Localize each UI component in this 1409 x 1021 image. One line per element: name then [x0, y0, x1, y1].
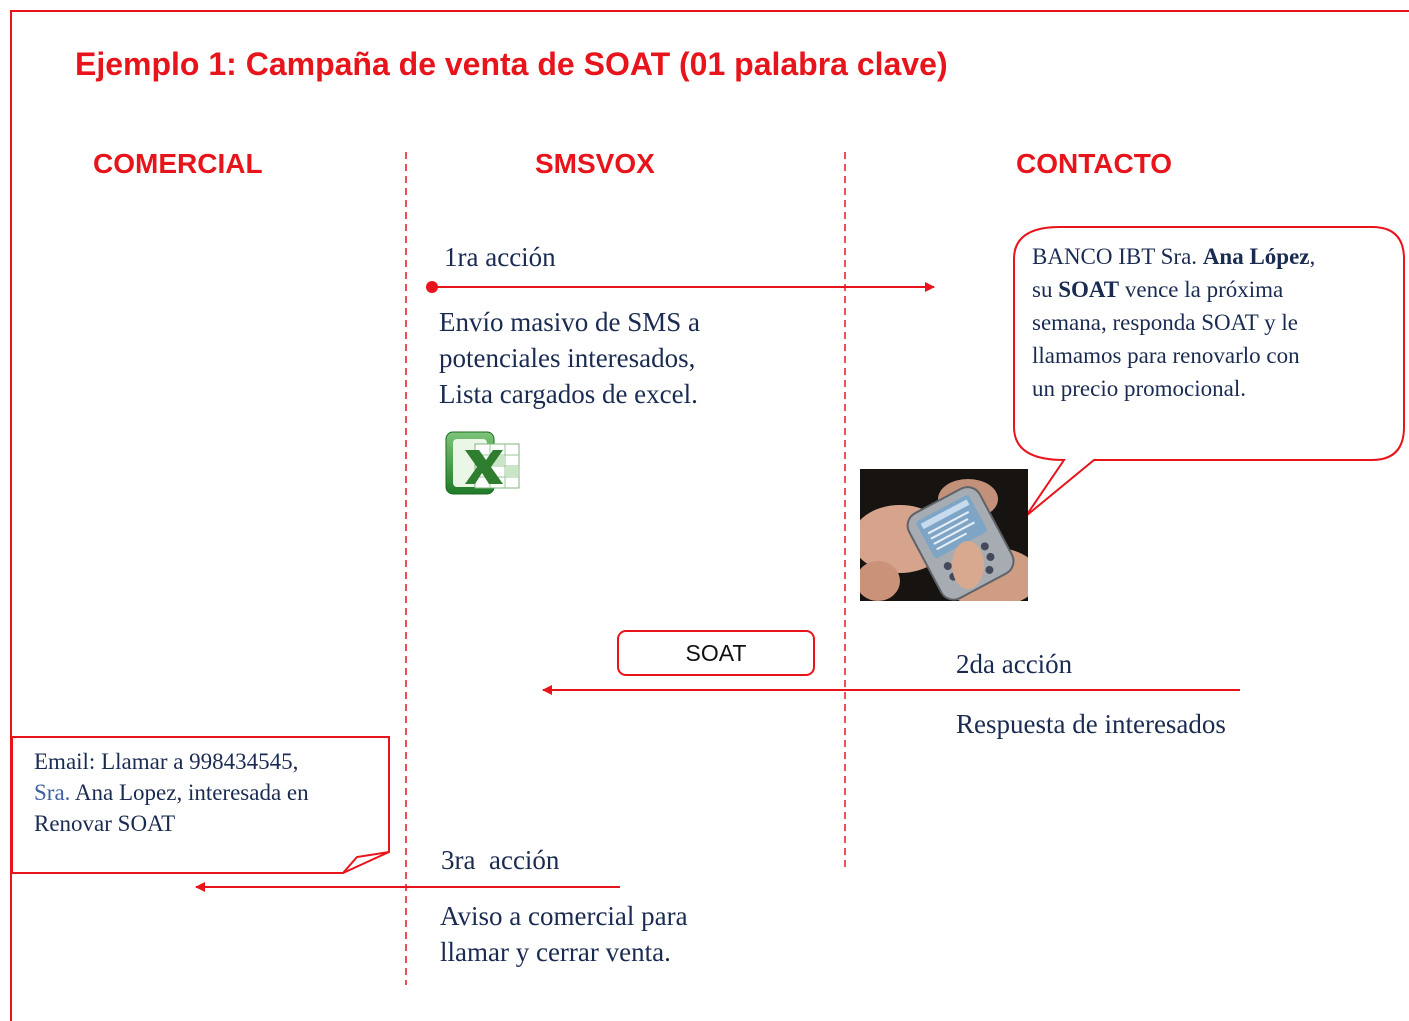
email-note-fold [342, 851, 390, 874]
email-text: Ana Lopez, interesada en [70, 780, 309, 805]
excel-icon [445, 431, 520, 495]
step3-description: Aviso a comercial para llamar y cerrar v… [440, 898, 688, 970]
step3-label: 3ra acción [441, 845, 560, 875]
keyword-reply-box: SOAT [617, 630, 815, 676]
sms-text: BANCO IBT Sra. [1032, 244, 1203, 269]
sms-highlight-keyword: SOAT [1058, 277, 1120, 302]
column-header-comercial: COMERCIAL [93, 148, 263, 179]
sms-line: su SOAT vence la próxima [1032, 273, 1402, 306]
sms-text: vence la próxima [1119, 277, 1284, 302]
sms-highlight-name: Ana López [1202, 244, 1310, 269]
sms-text: , [1309, 244, 1316, 269]
email-note-box [11, 736, 390, 874]
email-line: Email: Llamar a 998434545, [34, 749, 299, 774]
sms-line: un precio promocional. [1032, 376, 1246, 401]
sms-line: BANCO IBT Sra. Ana López, [1032, 240, 1402, 273]
step1-label: 1ra acción [444, 242, 556, 272]
email-text-title: Sra. [34, 780, 71, 805]
email-line: Sra. Ana Lopez, interesada en [34, 777, 309, 808]
step1-line: Lista cargados de excel. [439, 379, 698, 409]
step1-line: potenciales interesados, [439, 343, 696, 373]
step1-line: Envío masivo de SMS a [439, 307, 700, 337]
sms-message: BANCO IBT Sra. Ana López, su SOAT vence … [1032, 240, 1402, 405]
column-header-smsvox: SMSVOX [535, 148, 655, 179]
step3-line: llamar y cerrar venta. [440, 937, 671, 967]
step2-description: Respuesta de interesados [956, 709, 1226, 739]
outer-frame [10, 10, 1409, 1021]
email-line: Renovar SOAT [34, 811, 176, 836]
sms-line: llamamos para renovarlo con [1032, 343, 1300, 368]
step2-label: 2da acción [956, 649, 1073, 679]
step1-description: Envío masivo de SMS a potenciales intere… [439, 304, 700, 412]
email-note-text: Email: Llamar a 998434545, Sra. Ana Lope… [34, 746, 309, 839]
phone-photo [860, 469, 1028, 601]
step3-line: Aviso a comercial para [440, 901, 688, 931]
sms-text: su [1032, 277, 1059, 302]
column-header-contacto: CONTACTO [1016, 148, 1173, 179]
sms-line: semana, responda SOAT y le [1032, 310, 1298, 335]
diagram-title: Ejemplo 1: Campaña de venta de SOAT (01 … [75, 46, 948, 82]
